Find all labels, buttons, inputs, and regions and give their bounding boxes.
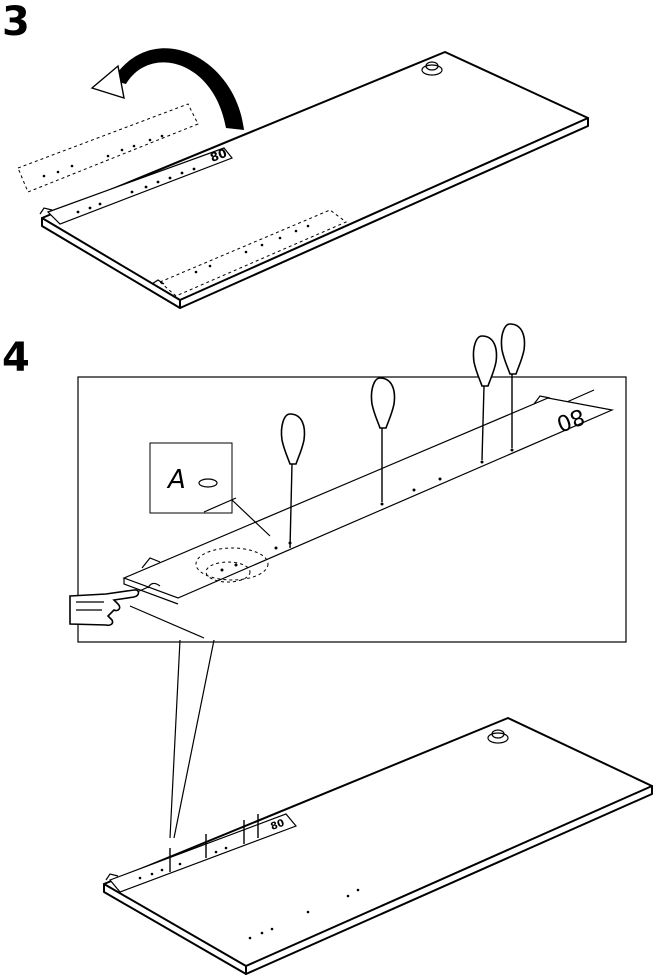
awl-icon [472, 335, 498, 461]
pointing-hand-icon [69, 589, 140, 627]
callout-lines [129, 605, 215, 839]
step-number-4: 4 [2, 335, 30, 381]
detail-box: 80 A [77, 323, 627, 643]
awl-icon [500, 323, 526, 448]
step-number-3: 3 [2, 0, 30, 45]
awl-icon [280, 413, 306, 549]
size-mark-label: 80 [208, 146, 228, 165]
curved-arrow-icon [90, 48, 244, 130]
hole-marks [220, 448, 514, 572]
template-flipped-ghost [17, 103, 199, 193]
template-outline-front [159, 209, 347, 297]
awl-icon [370, 377, 396, 502]
step4-board: 80 [103, 717, 653, 975]
hole-letter-inset: A [149, 442, 271, 537]
hole-letter-label: A [166, 465, 186, 495]
board-size-mark-label: 80 [269, 818, 286, 833]
template-strip-step3: 80 [46, 146, 233, 225]
step3-panel [39, 51, 589, 309]
template-marks-row [76, 167, 196, 214]
